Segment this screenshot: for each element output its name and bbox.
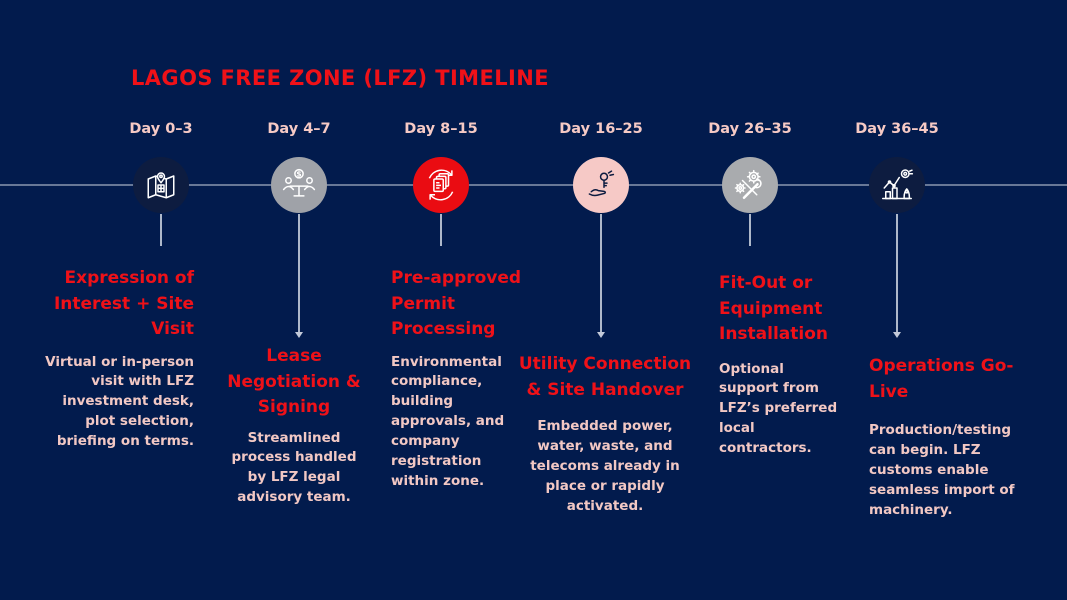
milestone-description: Optional support from LFZ’s preferred lo… [719,360,838,457]
day-label-5: Day 26–35 [708,121,792,137]
milestone-title: Operations Go-Live [869,356,1014,402]
milestone-3: Pre-approved Permit Processing Environme… [391,266,526,492]
map-site-visit-icon [143,167,179,203]
arrow-down-icon [295,332,303,338]
milestone-title: Utility Connection & Site Handover [518,354,692,400]
documents-refresh-icon [423,167,459,203]
day-label-6: Day 36–45 [855,121,939,137]
milestone-2: Lease Negotiation & Signing Streamlined … [214,344,374,508]
day-label-3: Day 8–15 [404,121,478,137]
milestone-node-2: $ [271,157,327,213]
milestone-4: Utility Connection & Site Handover Embed… [509,352,701,517]
connector-line-2 [295,214,303,338]
day-label-2: Day 4–7 [267,121,331,137]
milestone-description: Production/testing can begin. LFZ custom… [869,422,1015,518]
gears-wrench-icon [732,167,768,203]
day-label-1: Day 0–3 [129,121,193,137]
connector-line-5 [749,214,751,246]
arrow-down-icon [597,332,605,338]
arrow-down-icon [893,332,901,338]
milestone-node-1 [133,157,189,213]
milestone-node-5 [722,157,778,213]
milestone-description: Streamlined process handled by LFZ legal… [231,429,357,506]
launch-growth-icon [879,167,915,203]
milestone-node-6 [869,157,925,213]
svg-text:$: $ [296,169,301,178]
milestone-node-4 [573,157,629,213]
milestone-description: Environmental compliance, building appro… [391,353,505,490]
connector-line-6 [893,214,901,338]
day-label-4: Day 16–25 [559,121,643,137]
milestone-1: Expression of Interest + Site Visit Virt… [28,266,194,452]
timeline-axis [0,184,1067,186]
milestone-title: Fit-Out or Equipment Installation [719,273,829,344]
milestone-node-3 [413,157,469,213]
connector-line-4 [597,214,605,338]
connector-line-3 [440,214,442,246]
milestone-5: Fit-Out or Equipment Installation Option… [719,271,845,459]
connector-line-1 [160,214,162,246]
page-title: LAGOS FREE ZONE (LFZ) TIMELINE [131,66,549,90]
milestone-6: Operations Go-Live Production/testing ca… [869,354,1023,521]
lease-negotiation-icon: $ [281,167,317,203]
milestone-title: Lease Negotiation & Signing [227,346,361,417]
key-handover-icon [583,167,619,203]
milestone-description: Embedded power, water, waste, and teleco… [530,418,680,514]
milestone-title: Pre-approved Permit Processing [391,268,522,339]
milestone-title: Expression of Interest + Site Visit [53,268,194,339]
milestone-description: Virtual or in-person visit with LFZ inve… [45,353,194,450]
